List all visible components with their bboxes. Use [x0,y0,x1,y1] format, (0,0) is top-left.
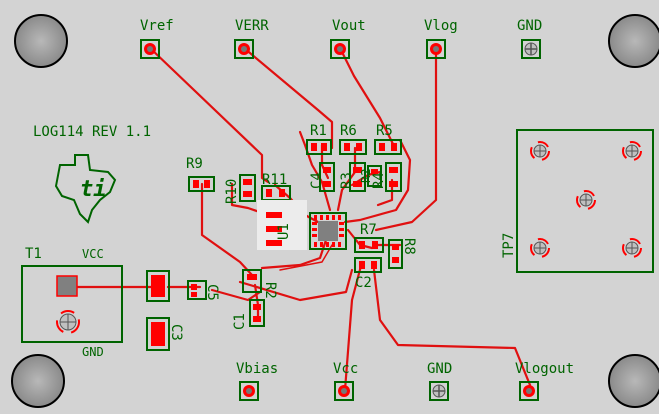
r3-resistor[interactable]: R3 [339,162,366,192]
label-vout: Vout [332,18,366,34]
label-t1-gnd: GND [82,345,104,359]
svg-text:ti: ti [80,177,107,202]
label-t1-vcc: VCC [82,247,104,261]
label-r10: R10 [224,179,240,204]
u1-ic[interactable] [309,212,347,250]
test-point-vbias[interactable]: Vbias [236,361,278,401]
mount-hole-bottom-right [608,354,659,408]
t1-gnd-pad [56,310,80,334]
tp7-pad-center [576,190,596,210]
mounting-holes [11,14,659,408]
label-r8: R8 [401,238,417,255]
label-c3: C3 [168,324,184,341]
r2-resistor[interactable]: R2 [359,165,382,187]
label-tp7: TP7 [501,233,517,258]
label-u1: U1 [276,223,292,240]
test-point-gnd-bottom[interactable]: GND [427,361,452,401]
label-r3: R3 [339,172,355,189]
test-point-vout[interactable]: Vout [330,18,366,59]
tp7-pad-tl [530,141,550,161]
test-point-vcc[interactable]: Vcc [333,361,358,401]
tp7-pad-tr [622,141,642,161]
c5-cap[interactable] [146,270,170,302]
label-r6: R6 [340,123,357,139]
test-points-bottom: Vbias Vcc GND Vlogout [236,361,574,401]
c1-cap[interactable]: C1 [232,299,265,330]
tp7-pad-br [622,238,642,258]
r11-resistor[interactable]: R11 [261,172,291,201]
label-vlogout: Vlogout [515,361,574,377]
label-gnd-bottom: GND [427,361,452,377]
label-c1: C1 [232,313,248,330]
label-gnd-top: GND [517,18,542,34]
r4-resistor[interactable]: R4 [371,162,402,192]
label-t1: T1 [25,246,42,262]
test-point-vlog[interactable]: Vlog [424,18,458,59]
test-points-top: Vref VERR Vout Vlog GND [140,18,542,59]
r6-resistor[interactable]: R6 [339,123,367,155]
r8-resistor[interactable]: R8 [388,238,417,269]
test-point-vref[interactable]: Vref [140,18,174,59]
label-vcc: Vcc [333,361,358,377]
r5-resistor[interactable]: R5 [374,123,402,155]
test-point-gnd-top[interactable]: GND [517,18,542,59]
label-r2: R2 [359,169,373,183]
label-r5: R5 [376,123,393,139]
label-r4: R4 [371,172,387,189]
test-point-vlogout[interactable]: Vlogout [515,361,574,401]
label-r2-lower: R2 [262,282,278,299]
texas-instruments-logo: ti [54,154,117,224]
traces [68,46,532,392]
c2-cap[interactable]: C2 [354,257,382,291]
r2-small-component[interactable]: R2 [242,269,278,299]
label-c4: C4 [309,172,325,189]
t1-vcc-pad [56,275,78,297]
tp7-pad-bl [530,238,550,258]
r7-resistor[interactable]: R7 [354,222,384,253]
label-vbias: Vbias [236,361,278,377]
label-r7: R7 [360,222,377,238]
board-title: LOG114 REV 1.1 [33,124,151,140]
mount-hole-top-left [14,14,68,68]
label-c5: C5 [204,284,220,301]
tp7-block[interactable]: TP7 [501,129,654,273]
c3-cap[interactable]: C3 [146,317,184,351]
label-r11: R11 [262,172,287,188]
label-r9: R9 [186,156,203,172]
test-point-verr[interactable]: VERR [234,18,269,59]
mount-hole-bottom-left [11,354,65,408]
t1-block[interactable]: T1 VCC GND [21,246,123,359]
label-c2: C2 [355,275,372,291]
c5-small-pads[interactable]: C5 [187,280,220,301]
label-verr: VERR [235,18,269,34]
u1-keepout: U1 [257,200,307,250]
r1-resistor[interactable]: R1 [306,123,332,155]
mount-hole-top-right [608,14,659,68]
label-vlog: Vlog [424,18,458,34]
label-vref: Vref [140,18,174,34]
c4-cap[interactable]: C4 [309,162,335,192]
r10-resistor[interactable]: R10 [224,174,256,204]
label-r1: R1 [310,123,327,139]
r9-resistor[interactable]: R9 [186,156,215,192]
